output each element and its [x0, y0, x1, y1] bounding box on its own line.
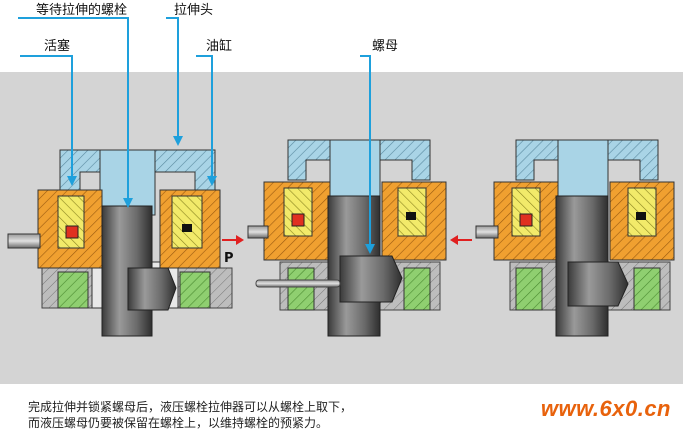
pressure-label: P [224, 251, 234, 266]
tensioner-3 [475, 139, 675, 337]
label-nut: 螺母 [372, 39, 398, 54]
tommy-bar [255, 279, 341, 288]
label-piston: 活塞 [44, 38, 70, 54]
nut [339, 255, 403, 303]
seal [65, 225, 79, 239]
pressure-arrow-out [450, 235, 472, 245]
seal [519, 213, 533, 227]
leader-piston [20, 55, 73, 182]
caption-line-2: 而液压螺母仍要被保留在螺栓上，以维持螺栓的预紧力。 [28, 416, 329, 430]
leader-cylinder [196, 55, 213, 182]
leader-puller-head [166, 17, 179, 142]
hydraulic-fitting [7, 233, 41, 249]
leader-arrowheads [67, 136, 375, 254]
watermark: www.6x0.cn [540, 396, 671, 421]
puller-head-bore [557, 139, 609, 201]
label-bolt: 等待拉伸的螺栓 [36, 2, 127, 18]
piston-left [57, 195, 85, 249]
seal [636, 212, 646, 220]
piston-left [283, 187, 313, 237]
leader-nut [360, 55, 371, 250]
leader-lines [18, 17, 371, 250]
hydraulic-fitting [475, 225, 499, 239]
label-cylinder: 油缸 [206, 38, 232, 54]
seal [406, 212, 416, 220]
bridge-left [57, 271, 89, 309]
piston-right [171, 195, 203, 249]
caption-line-1: 完成拉伸并锁紧螺母后，液压螺栓拉伸器可以从螺栓上取下， [28, 400, 353, 414]
label-puller-head: 拉伸头 [174, 3, 213, 18]
nut [567, 261, 629, 307]
tensioner-2 [247, 139, 447, 337]
pressure-arrow-in [222, 235, 244, 245]
seal [182, 224, 192, 232]
bridge-left [287, 267, 315, 311]
bridge-right [179, 271, 211, 309]
puller-head-bore [329, 139, 381, 201]
nut [127, 267, 177, 311]
tensioner-1 [7, 149, 233, 337]
bridge-left [515, 267, 543, 311]
piston-left [511, 187, 541, 237]
bridge-right [633, 267, 661, 311]
hydraulic-fitting [247, 225, 269, 239]
seal [291, 213, 305, 227]
bridge-right [403, 267, 431, 311]
leader-bolt [18, 17, 129, 204]
